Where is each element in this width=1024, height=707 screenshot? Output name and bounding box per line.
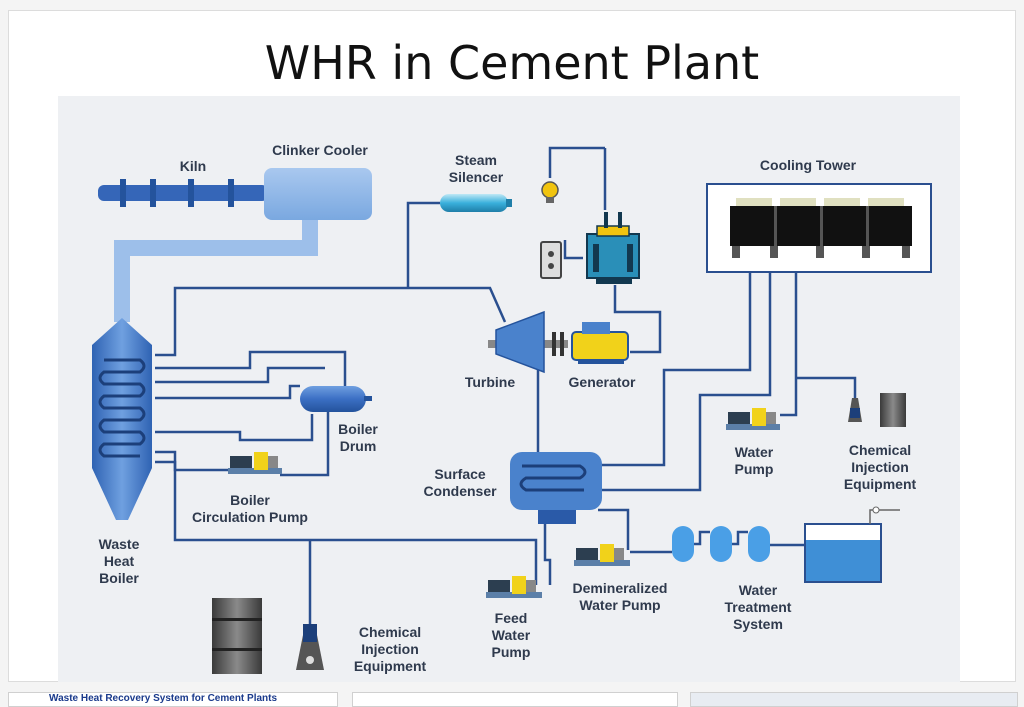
boiler-circulation-pump (228, 452, 282, 474)
label-demineralized-water-pump: Demineralized Water Pump (572, 580, 668, 613)
generator (571, 322, 629, 364)
chemical-injection-right (848, 393, 906, 427)
thumbnail-2[interactable] (352, 692, 678, 707)
transformer (586, 212, 640, 284)
label-steam-silencer: Steam Silencer (448, 152, 504, 185)
label-chemical-injection-right: Chemical Injection Equipment (843, 442, 917, 492)
demineralized-water-pump (574, 544, 630, 566)
label-turbine: Turbine (464, 374, 516, 390)
kiln (98, 179, 268, 207)
clinker-cooler (264, 168, 372, 220)
steam-silencer (440, 194, 512, 212)
chemical-injection-bottom (212, 598, 324, 674)
waste-heat-boiler (92, 318, 152, 520)
turbine (488, 310, 568, 374)
label-kiln: Kiln (179, 158, 207, 174)
surface-condenser (510, 452, 602, 524)
label-boiler-drum: Boiler Drum (338, 421, 378, 454)
lamp-icon (541, 181, 559, 203)
slide-title: WHR in Cement Plant (264, 36, 760, 90)
thumbnail-strip: Waste Heat Recovery System for Cement Pl… (0, 686, 1024, 707)
socket-icon (540, 241, 562, 279)
water-pump (726, 408, 780, 430)
label-water-treatment-system: Water Treatment System (724, 582, 792, 632)
flue-gas-duct (114, 216, 318, 322)
label-chemical-injection-bottom: Chemical Injection Equipment (353, 624, 427, 674)
water-treatment-system (672, 526, 770, 562)
cooling-tower (706, 183, 932, 273)
pipes (155, 146, 857, 628)
thumbnail-1-label: Waste Heat Recovery System for Cement Pl… (49, 693, 278, 704)
thumbnail-1[interactable]: Waste Heat Recovery System for Cement Pl… (8, 692, 338, 707)
label-water-pump: Water Pump (734, 444, 774, 477)
label-boiler-circulation-pump: Boiler Circulation Pump (192, 492, 308, 525)
label-waste-heat-boiler: Waste Heat Boiler (98, 536, 140, 586)
label-clinker-cooler: Clinker Cooler (272, 142, 368, 158)
boiler-drum (300, 386, 372, 412)
water-tank (804, 506, 900, 583)
thumbnail-3[interactable] (690, 692, 1018, 707)
label-surface-condenser: Surface Condenser (423, 466, 497, 499)
label-generator: Generator (568, 374, 636, 390)
label-cooling-tower: Cooling Tower (759, 157, 857, 173)
label-feed-water-pump: Feed Water Pump (491, 610, 531, 660)
feed-water-pump (486, 576, 542, 598)
